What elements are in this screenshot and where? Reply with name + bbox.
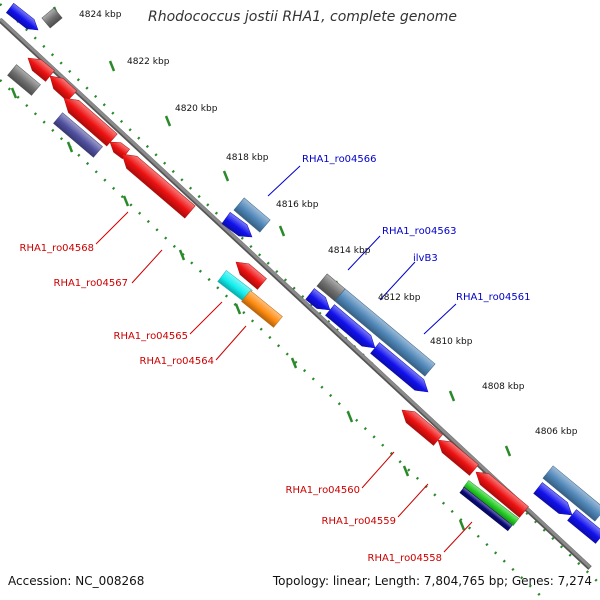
label-leader-line <box>215 325 247 361</box>
ruler-tick <box>234 303 242 315</box>
map-title: Rhodococcus jostii RHA1, complete genome <box>148 9 458 25</box>
gene-blue-right-1 <box>533 482 573 516</box>
gene-label-reverse: RHA1_ro04565 <box>114 331 189 342</box>
ruler-tick-label: 4818 kbp <box>226 153 269 163</box>
gene-blue-mid <box>305 288 331 311</box>
gene-label-reverse: RHA1_ro04560 <box>286 485 361 496</box>
gene-ro04567 <box>121 153 196 219</box>
gene-features <box>5 2 600 544</box>
gene-label-forward: RHA1_ro04561 <box>456 292 531 303</box>
label-leader-line <box>267 165 301 197</box>
gene-gray-left <box>7 64 41 96</box>
ruler-tick-label: 4824 kbp <box>79 10 122 20</box>
accession-text: Accession: NC_008268 <box>8 574 145 588</box>
ruler-tick <box>108 60 116 72</box>
gene-blue-right-2 <box>567 509 600 544</box>
ruler-tick <box>448 390 456 402</box>
ruler-tick-label: 4820 kbp <box>175 104 218 114</box>
label-leader-line <box>397 483 429 518</box>
gene-ro04564 <box>241 290 283 328</box>
label-leader-line <box>423 303 457 335</box>
label-leader-line <box>95 211 129 245</box>
gene-ro04558-green <box>462 480 520 526</box>
ruler-tick-label: 4814 kbp <box>328 246 371 256</box>
topology-text: Topology: linear; Length: 7,804,765 bp; … <box>272 574 592 588</box>
gene-red-lower <box>475 471 529 518</box>
gene-ro04560 <box>401 409 443 446</box>
ruler-tick-label: 4816 kbp <box>276 200 319 210</box>
ruler-tick <box>164 115 172 127</box>
ruler-tick-label: 4808 kbp <box>482 382 525 392</box>
gene-ro04559 <box>437 439 479 476</box>
ruler-tick-label: 4810 kbp <box>430 337 473 347</box>
gene-ro04568 <box>63 97 118 147</box>
ruler-tick-label: 4812 kbp <box>378 293 421 303</box>
gene-blue-small <box>221 211 253 238</box>
ruler-tick <box>290 357 298 369</box>
gene-labels: RHA1_ro04566RHA1_ro04563ilvB3RHA1_ro0456… <box>20 154 531 564</box>
label-leader-line <box>443 521 473 553</box>
ruler-tick <box>122 195 130 207</box>
ruler-tick <box>222 170 230 182</box>
ruler-tick <box>10 87 18 99</box>
gene-ro04561 <box>334 288 436 377</box>
gene-label-reverse: RHA1_ro04564 <box>140 356 215 367</box>
gene-steel-right <box>542 465 600 522</box>
gene-label-reverse: RHA1_ro04567 <box>54 278 129 289</box>
gene-label-reverse: RHA1_ro04558 <box>368 553 443 564</box>
gene-red-ro04565-mate <box>235 261 267 290</box>
label-leaders <box>95 165 473 553</box>
gene-blue-arrow <box>5 2 39 31</box>
gene-ro04558 <box>459 486 513 532</box>
ruler-tick <box>504 445 512 457</box>
gene-ilvB3 <box>370 342 429 393</box>
ruler-tick-label: 4822 kbp <box>127 57 170 67</box>
gene-label-reverse: RHA1_ro04568 <box>20 243 95 254</box>
label-leader-line <box>361 451 395 489</box>
gene-ro04563 <box>325 304 376 349</box>
ruler-tick <box>346 411 354 423</box>
ruler-tick <box>278 225 286 237</box>
ruler-tick <box>178 249 186 261</box>
gene-label-reverse: RHA1_ro04559 <box>322 516 397 527</box>
ruler-tick-label: 4806 kbp <box>535 427 578 437</box>
ruler-tick <box>66 141 74 153</box>
label-leader-line <box>347 235 381 271</box>
gene-red-small <box>27 57 55 82</box>
label-leader-line <box>379 261 416 301</box>
gene-ro04566 <box>233 197 271 233</box>
gene-label-forward: RHA1_ro04566 <box>302 154 377 165</box>
ruler-tick-labels: 4824 kbp 4822 kbp 4820 kbp 4818 kbp 4816 kbp… <box>79 10 578 437</box>
label-leader-line <box>189 301 223 335</box>
ruler-tick <box>458 519 466 531</box>
ruler-tick <box>402 465 410 477</box>
gene-slate <box>53 112 103 158</box>
gene-label-forward: ilvB3 <box>413 253 438 264</box>
label-leader-line <box>131 249 163 284</box>
gene-gray-box <box>41 7 63 29</box>
gene-red-small-2 <box>49 75 78 102</box>
gene-label-forward: RHA1_ro04563 <box>382 226 457 237</box>
